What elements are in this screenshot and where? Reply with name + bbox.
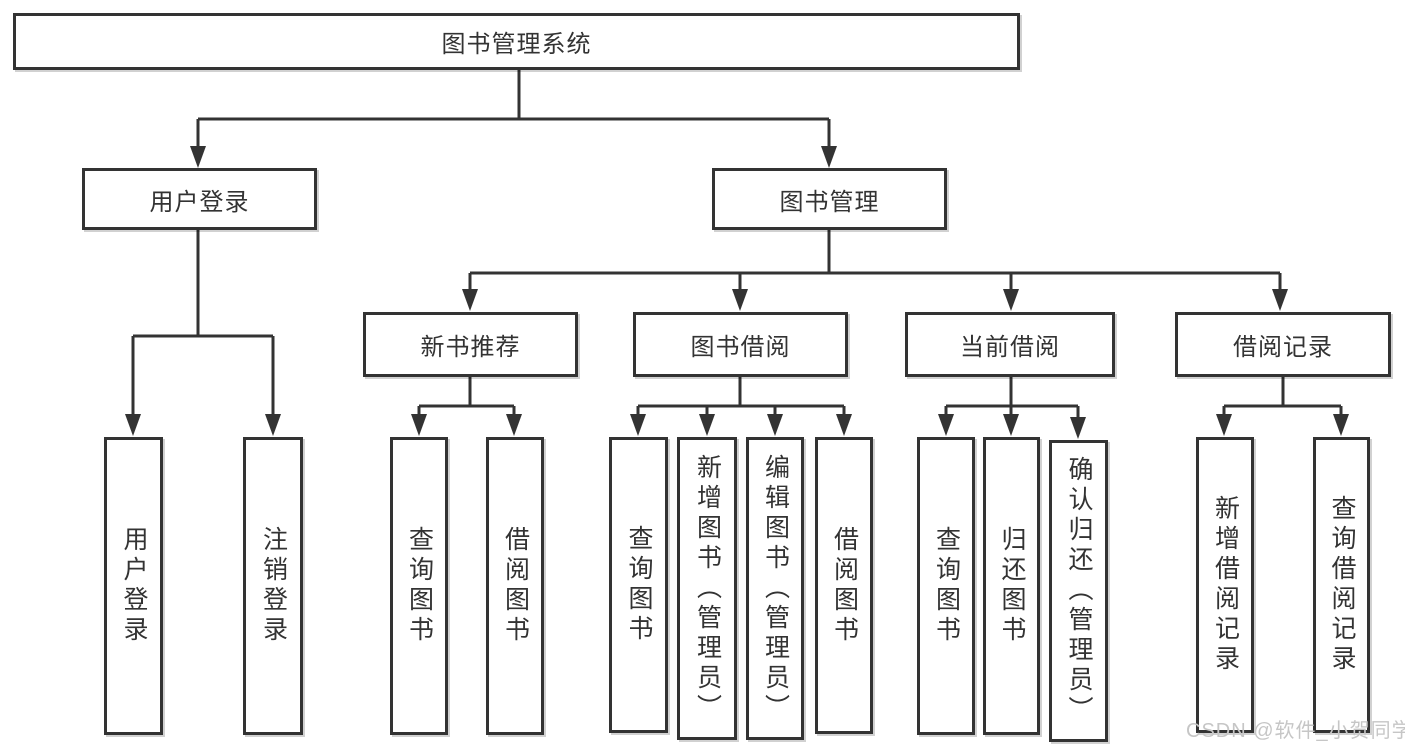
node-new-book-recommend: 新书推荐 [363,312,578,377]
node-book-management: 图书管理 [712,168,947,230]
arrow-head [1003,289,1019,311]
node-borrow-records: 借阅记录 [1175,312,1391,377]
node-label: 当前借阅 [960,334,1060,361]
node-label: 用户登录 [149,188,250,216]
node-label: 借阅图书 [830,525,859,646]
arrow-head [836,414,852,436]
node-library-management-system: 图书管理系统 [13,13,1020,70]
arrow-head [699,414,715,436]
arrow-head [1333,414,1349,436]
arrow-head [190,146,206,168]
arrow-head [630,414,646,436]
leaf-user-login: 用户登录 [104,437,163,735]
connector-user-login-to-leaves [131,230,275,418]
leaf-recommend-borrow-books: 借阅图书 [486,437,544,735]
connector-borrow-records-to-leaves [1222,377,1343,418]
arrow-head [938,414,954,436]
arrow-head [767,414,783,436]
arrow-head [411,414,427,436]
node-label: 图书借阅 [690,334,791,361]
node-label: 借阅图书 [501,526,530,646]
connector-new-book-recommend-to-leaves [417,377,516,418]
leaf-current-return-books: 归还图书 [983,437,1040,735]
leaf-records-query-borrow-record: 查询借阅记录 [1313,437,1370,733]
watermark-text: CSDN @软件_小贺同学 [1186,720,1405,742]
arrow-head [265,414,281,436]
leaf-borrowing-edit-books-admin: 编辑图书（管理员） [746,437,804,740]
node-current-borrowing: 当前借阅 [905,312,1115,377]
node-label: 用户登录 [120,526,148,646]
connector-current-borrowing-to-leaves [944,377,1080,421]
node-label: 编辑图书（管理员） [761,453,790,724]
node-label: 图书管理系统 [441,31,592,58]
arrow-head [1272,289,1288,311]
connector-root-to-level2 [196,70,831,150]
node-label: 新书推荐 [420,334,521,361]
leaf-records-add-borrow-record: 新增借阅记录 [1196,437,1254,733]
connector-book-management-to-level3 [468,230,1282,293]
node-label: 查询图书 [625,525,653,645]
node-user-login: 用户登录 [82,168,317,230]
node-label: 查询借阅记录 [1328,495,1356,675]
node-label: 新增借阅记录 [1211,495,1240,675]
node-label: 图书管理 [779,188,880,216]
arrow-head [506,414,522,436]
leaf-logout: 注销登录 [243,437,303,735]
arrow-head [1216,414,1232,436]
arrow-head [462,289,478,311]
node-label: 借阅记录 [1233,334,1333,361]
arrow-head [732,289,748,311]
leaf-borrowing-add-books-admin: 新增图书（管理员） [677,437,737,740]
connector-book-borrowing-to-leaves [636,377,846,418]
leaf-borrowing-query-books: 查询图书 [609,437,668,733]
leaf-current-confirm-return-admin: 确认归还（管理员） [1049,440,1108,742]
arrow-head [1070,417,1086,439]
node-label: 查询图书 [932,526,961,646]
leaf-borrowing-borrow-books: 借阅图书 [815,437,873,734]
arrow-head [821,146,837,168]
node-label: 新增图书（管理员） [693,453,722,724]
leaf-recommend-query-books: 查询图书 [390,437,448,735]
leaf-current-query-books: 查询图书 [917,437,975,735]
node-label: 归还图书 [998,526,1026,646]
arrow-head [1003,414,1019,436]
arrow-head [125,414,141,436]
node-label: 查询图书 [405,526,434,646]
node-label: 确认归还（管理员） [1065,456,1093,726]
node-label: 注销登录 [259,526,288,646]
node-book-borrowing: 图书借阅 [633,312,848,377]
